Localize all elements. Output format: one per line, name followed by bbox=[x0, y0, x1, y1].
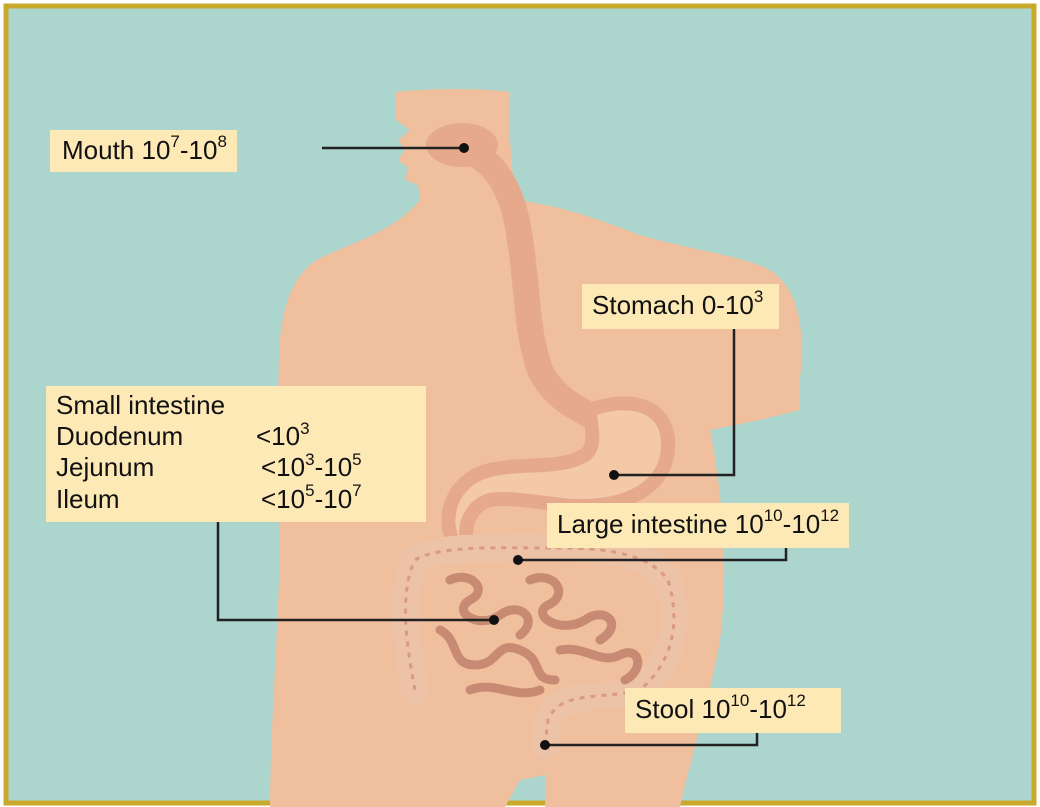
large-intestine-label: Large intestine 1010-1012 bbox=[547, 503, 849, 548]
large-intestine-dot bbox=[513, 555, 523, 565]
jejunum-exp2: 5 bbox=[352, 450, 361, 469]
stool-exp2: 12 bbox=[787, 691, 806, 710]
ileum-value: <10 bbox=[261, 484, 305, 514]
ileum-row: Ileum<105-107 bbox=[56, 484, 426, 515]
stool-label: Stool 1010-1012 bbox=[625, 688, 841, 733]
stool-label-text: Stool 10 bbox=[635, 694, 730, 724]
stomach-exp1: 3 bbox=[754, 287, 763, 306]
stomach-label-text: Stomach 0-10 bbox=[592, 290, 754, 320]
ileum-exp1: 5 bbox=[305, 481, 314, 500]
duodenum-row: Duodenum<103 bbox=[56, 421, 426, 452]
jejunum-sep: -10 bbox=[315, 452, 353, 482]
jejunum-row: Jejunum<103-105 bbox=[56, 452, 426, 483]
mouth-exp1: 7 bbox=[170, 132, 179, 151]
stool-sep: -10 bbox=[749, 694, 787, 724]
jejunum-name: Jejunum bbox=[56, 452, 261, 483]
large-intestine-exp1: 10 bbox=[764, 506, 783, 525]
large-intestine-exp2: 12 bbox=[820, 506, 839, 525]
mouth-label-text: Mouth 10 bbox=[62, 135, 170, 165]
ileum-exp2: 7 bbox=[352, 481, 361, 500]
mouth-sep: -10 bbox=[180, 135, 218, 165]
small-intestine-label: Small intestine Duodenum<103 Jejunum<103… bbox=[46, 386, 426, 522]
mouth-label: Mouth 107-108 bbox=[50, 130, 237, 172]
small-intestine-dot bbox=[489, 615, 499, 625]
large-intestine-sep: -10 bbox=[783, 509, 821, 539]
stool-dot bbox=[540, 740, 550, 750]
mouth-dot bbox=[459, 143, 469, 153]
large-intestine-label-text: Large intestine 10 bbox=[557, 509, 764, 539]
ileum-sep: -10 bbox=[315, 484, 353, 514]
ileum-name: Ileum bbox=[56, 484, 261, 515]
stool-exp1: 10 bbox=[730, 691, 749, 710]
small-intestine-title: Small intestine bbox=[56, 390, 426, 421]
jejunum-value: <10 bbox=[261, 452, 305, 482]
duodenum-exp1: 3 bbox=[300, 419, 309, 438]
duodenum-value: <10 bbox=[256, 421, 300, 451]
jejunum-exp1: 3 bbox=[305, 450, 314, 469]
stomach-dot bbox=[609, 470, 619, 480]
mouth-exp2: 8 bbox=[217, 132, 226, 151]
stomach-label: Stomach 0-103 bbox=[582, 284, 779, 329]
duodenum-name: Duodenum bbox=[56, 421, 256, 452]
